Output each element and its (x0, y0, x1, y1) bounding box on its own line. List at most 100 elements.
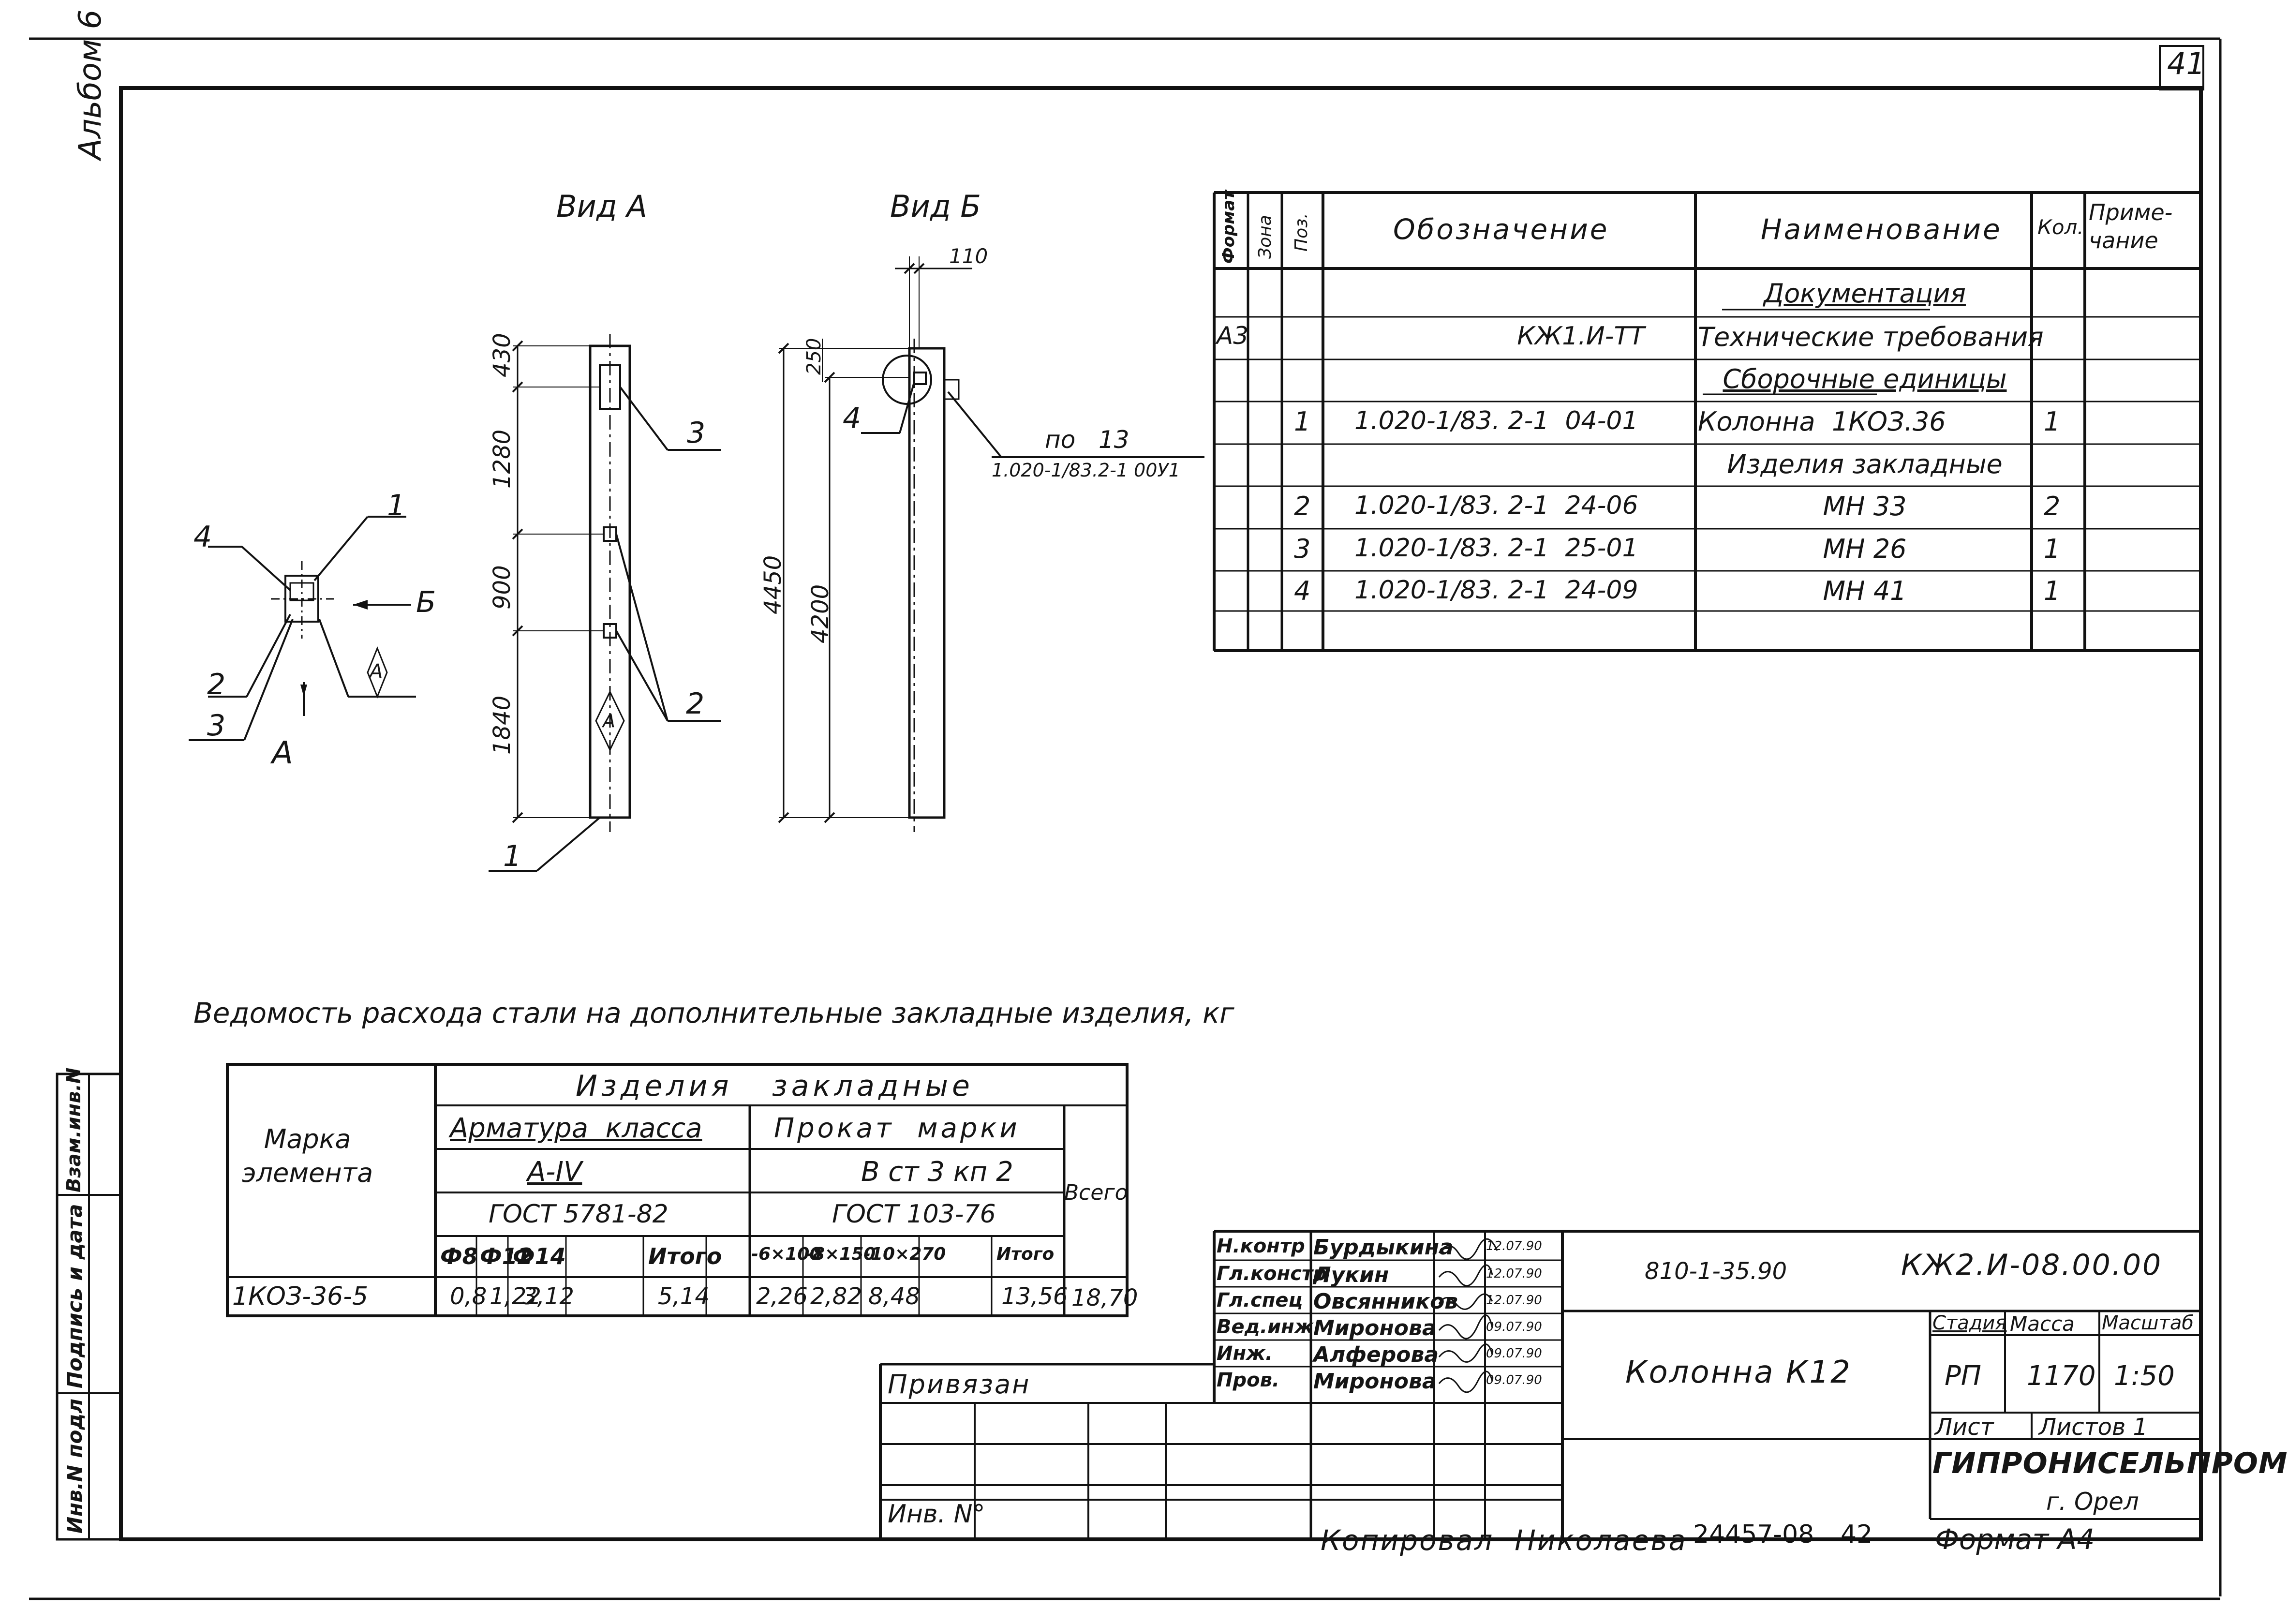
view-b-title: Вид Б (890, 189, 981, 224)
tb-role: Гл.констр (1217, 1263, 1327, 1285)
left-strip-podpis: Подпись и дата (63, 1204, 87, 1388)
tb-role: Вед.инж (1217, 1316, 1314, 1338)
spec-header-designation: Обозначение (1393, 213, 1609, 246)
view-b-callout: 4 (843, 402, 862, 435)
steel-col-header: Ф12 (480, 1243, 533, 1269)
section-callout: 2 (207, 668, 226, 701)
spec-cell-name: Технические требования (1698, 322, 2044, 352)
spec-cell-designation: 1.020-1/83. 2-1 04-01 (1354, 406, 1638, 435)
doc-code: КЖ2.И-08.00.00 (1901, 1248, 2163, 1282)
spec-header-name: Наименование (1761, 213, 2002, 246)
spec-cell-name: МН 41 (1823, 576, 1907, 606)
steel-rolled-header: Прокат марки (774, 1113, 1020, 1144)
view-a-ticks (512, 340, 523, 823)
steel-rolled-grade: В ст 3 кп 2 (861, 1156, 1013, 1188)
spec-header-format: Формат (1219, 190, 1238, 264)
left-strip-vzam: Взам.инв.N (63, 1067, 85, 1192)
org-name: ГИПРОНИСЕЛЬПРОМ (1932, 1446, 2288, 1480)
spec-cell-designation: 1.020-1/83. 2-1 24-06 (1354, 491, 1638, 520)
dim-a: 430 (489, 333, 516, 377)
dim-b: 4450 (759, 555, 787, 614)
steel-rolled-gost: ГОСТ 103-76 (832, 1200, 996, 1229)
title-block-grid (879, 1230, 2201, 1539)
spec-cell-format: А3 (1217, 322, 1249, 350)
spec-cell-name: МН 33 (1823, 491, 1907, 521)
steel-cell: 1,22 (490, 1283, 541, 1310)
tb-name: Миронова (1313, 1369, 1437, 1394)
footer-page: 42 (1841, 1520, 1873, 1549)
spec-cell-pos: 2 (1294, 491, 1311, 521)
steel-col-header: Ф8 (440, 1243, 478, 1269)
mass-label: Масса (2010, 1312, 2075, 1336)
object-title: Колонна К12 (1625, 1355, 1852, 1390)
steel-rebar-header: Арматура класса (450, 1113, 702, 1144)
tb-date: 12.07.90 (1486, 1239, 1542, 1253)
tb-role: Пров. (1217, 1369, 1280, 1391)
spec-header-pos: Поз. (1292, 213, 1311, 252)
section-view (189, 516, 416, 741)
tb-name: Миронова (1313, 1316, 1437, 1341)
tb-role: Н.контр (1217, 1235, 1305, 1257)
mass-value: 1170 (2027, 1360, 2096, 1392)
steel-cell: 2,26 (756, 1283, 808, 1310)
view-a-title: Вид А (556, 189, 647, 224)
steel-group-header: Изделия закладные (576, 1069, 974, 1103)
view-b-note-line1: по 13 (1045, 426, 1129, 454)
section-callout: 3 (207, 709, 226, 743)
steel-col-header: -8×150 (805, 1244, 876, 1264)
spec-cell-designation: 1.020-1/83. 2-1 24-09 (1354, 576, 1638, 605)
view-a-callout: 3 (687, 416, 706, 450)
steel-col-header: Итого (648, 1243, 722, 1269)
tb-name: Бурдыкина (1313, 1235, 1454, 1260)
spec-cell-qty: 1 (2044, 576, 2061, 606)
stage-label: Стадия (1932, 1312, 2007, 1334)
spec-header-note: Приме- чание (2089, 199, 2173, 253)
spec-cell-pos: 4 (1294, 576, 1311, 606)
steel-cell: 2,82 (810, 1283, 862, 1310)
spec-cell-qty: 1 (2044, 406, 2061, 437)
project-code: 810-1-35.90 (1645, 1258, 1787, 1285)
signatures (1438, 1238, 1498, 1393)
spec-cell-name: Изделия закладные (1727, 449, 2003, 479)
tb-name: Лукин (1313, 1263, 1389, 1287)
org-city: г. Орел (2046, 1488, 2139, 1516)
spec-header-zone: Зона (1255, 215, 1275, 259)
steel-cell: 5,14 (658, 1283, 710, 1310)
spec-cell-name: Документация (1764, 278, 1966, 309)
steel-col-header: -6×100 (751, 1244, 822, 1264)
view-a-diamond-mark: А (603, 710, 615, 731)
sheet-number: 41 (2167, 46, 2205, 81)
spec-table-grid (1213, 191, 2201, 652)
footer-format: Формат А4 (1935, 1523, 2095, 1556)
scale-value: 1:50 (2114, 1360, 2175, 1392)
inv-no-label: Инв. N° (888, 1500, 985, 1529)
left-strip-inv-podl: Инв.N подл (63, 1398, 87, 1534)
stage-value: РП (1945, 1360, 1981, 1392)
tb-role: Гл.спец (1217, 1289, 1303, 1311)
section-arrow-label: А (272, 735, 293, 771)
steel-rebar-class: А-IV (527, 1156, 582, 1188)
steel-rebar-gost: ГОСТ 5781-82 (489, 1200, 669, 1229)
spec-header-qty: Кол. (2037, 215, 2084, 239)
spec-cell-pos: 3 (1294, 534, 1311, 564)
view-b-drawing (779, 256, 1204, 832)
spec-cell-designation: 1.020-1/83. 2-1 25-01 (1354, 534, 1638, 563)
dim-a: 1840 (489, 695, 516, 755)
dim-b: 110 (949, 244, 988, 268)
section-callout: 4 (193, 520, 212, 554)
view-a-callout: 2 (686, 687, 705, 721)
steel-cell: 8,48 (868, 1283, 920, 1310)
spec-cell-pos: 1 (1294, 406, 1311, 437)
spec-cell-name: МН 26 (1823, 534, 1907, 564)
steel-total-cell: 18,70 (1071, 1284, 1138, 1311)
tb-name: Овсянников (1313, 1289, 1458, 1314)
tb-date: 12.07.90 (1486, 1266, 1542, 1281)
view-a-drawing (489, 334, 721, 872)
steel-mark-cell: 1КОЗ-36-5 (232, 1282, 369, 1311)
scale-label: Масштаб (2102, 1312, 2194, 1334)
tb-date: 09.07.90 (1486, 1320, 1542, 1334)
spec-cell-qty: 2 (2044, 491, 2061, 521)
steel-table-title: Ведомость расхода стали на дополнительны… (193, 997, 1234, 1029)
steel-col-header: Ф14 (513, 1243, 566, 1269)
